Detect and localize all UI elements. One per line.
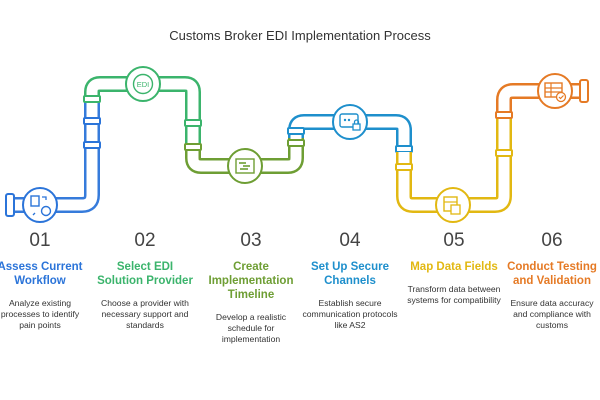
step-description: Establish secure communication protocols… — [302, 298, 398, 330]
document-sync-icon — [22, 187, 58, 223]
step-title: Conduct Testing and Validation — [507, 261, 597, 287]
step-description: Transform data between systems for compa… — [407, 284, 501, 305]
step-description: Choose a provider with necessary support… — [101, 298, 189, 330]
step-number: 03 — [240, 230, 262, 251]
step-title: Select EDI Solution Provider — [97, 261, 193, 287]
step-description: Analyze existing processes to identify p… — [0, 298, 80, 330]
step-1: 01 Assess Current Workflow Analyze exist… — [0, 230, 88, 331]
step-description: Ensure data accuracy and compliance with… — [510, 298, 594, 330]
edi-icon: EDI — [125, 66, 161, 102]
table-checkmark-icon — [537, 73, 573, 109]
step-number: 01 — [29, 230, 51, 251]
gantt-timeline-icon — [227, 148, 263, 184]
pipe-segment-1 — [5, 92, 101, 217]
step-2: 02 Select EDI Solution Provider Choose a… — [97, 230, 193, 331]
step-title: Map Data Fields — [410, 261, 498, 273]
data-mapping-icon — [435, 187, 471, 223]
step-3: 03 Create Implementation Timeline Develo… — [203, 230, 299, 345]
pipe-segment-6 — [495, 79, 589, 119]
step-6: 06 Conduct Testing and Validation Ensure… — [504, 230, 600, 331]
step-number: 05 — [443, 230, 465, 251]
step-number: 04 — [339, 230, 361, 251]
secure-channel-lock-icon — [332, 104, 368, 140]
step-title: Assess Current Workflow — [0, 261, 83, 287]
step-5: 05 Map Data Fields Transform data betwee… — [406, 230, 502, 306]
diagram-title: Customs Broker EDI Implementation Proces… — [169, 28, 431, 43]
step-description: Develop a realistic schedule for impleme… — [215, 312, 287, 344]
edi-icon-label: EDI — [137, 80, 150, 89]
step-4: 04 Set Up Secure Channels Establish secu… — [302, 230, 398, 331]
step-title: Set Up Secure Channels — [311, 261, 389, 287]
step-number: 02 — [134, 230, 156, 251]
step-number: 06 — [541, 230, 563, 251]
step-title: Create Implementation Timeline — [208, 261, 294, 301]
